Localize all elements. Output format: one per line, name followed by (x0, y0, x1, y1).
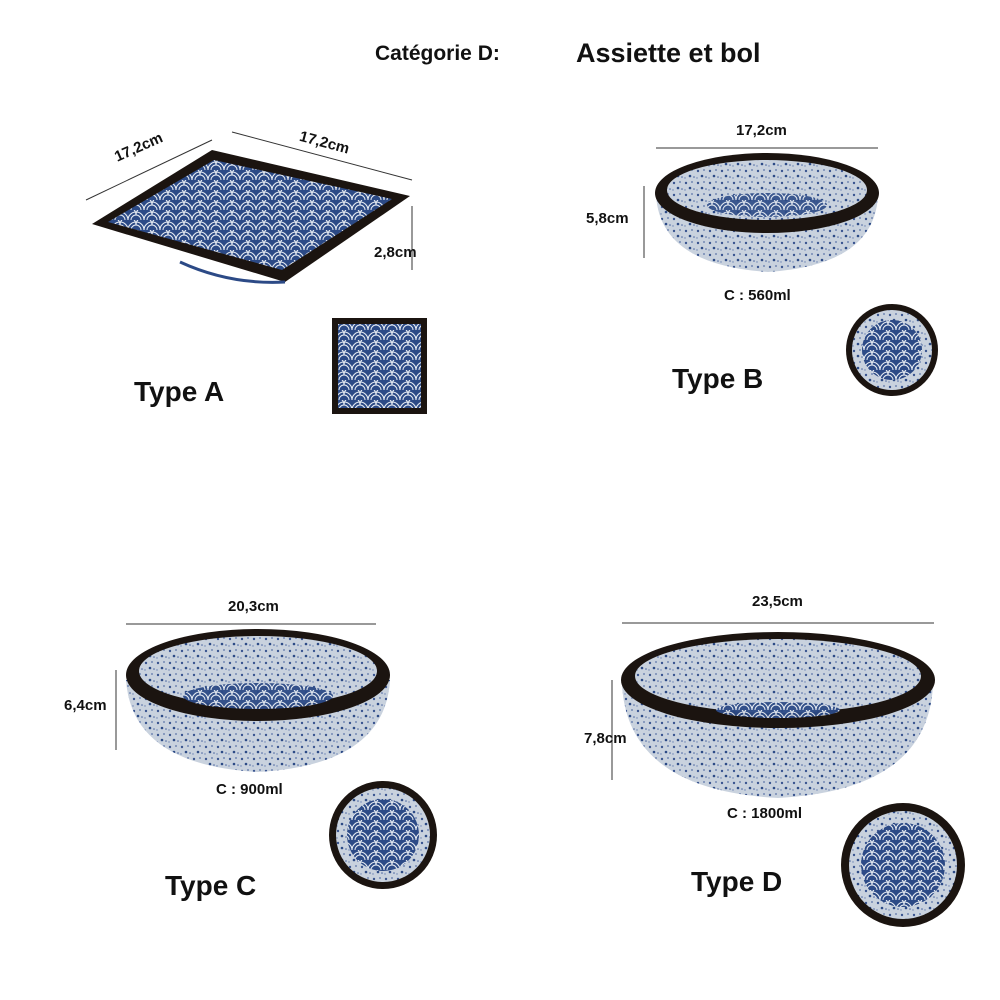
type-b-dimension-lines (643, 147, 878, 258)
category-label: Catégorie D: (375, 42, 500, 65)
type-d-height: 7,8cm (584, 730, 627, 747)
type-d-top-view (841, 803, 965, 927)
type-b-height: 5,8cm (586, 210, 629, 227)
type-a-plate (92, 150, 410, 284)
type-b-capacity: C : 560ml (724, 287, 791, 304)
type-a-dimension-lines (85, 131, 413, 270)
type-c-height: 6,4cm (64, 697, 107, 714)
type-a-top-view (332, 318, 427, 414)
type-a-height: 2,8cm (374, 244, 417, 261)
type-b-label: Type B (672, 363, 764, 394)
type-d-capacity: C : 1800ml (727, 805, 803, 822)
type-a-label: Type A (134, 376, 225, 407)
type-d-bowl (621, 632, 935, 798)
type-c-top-view (329, 781, 437, 889)
type-c-dimension-lines (115, 623, 376, 750)
type-c-capacity: C : 900ml (216, 781, 283, 798)
type-b-top-view (846, 304, 938, 396)
type-d-label: Type D (691, 866, 783, 897)
type-d-width: 23,5cm (752, 593, 803, 610)
page-title: Assiette et bol (576, 38, 761, 68)
type-d-dimension-lines (611, 622, 934, 780)
type-b-width: 17,2cm (736, 122, 787, 139)
type-c-width: 20,3cm (228, 598, 279, 615)
type-c-label: Type C (165, 870, 257, 901)
type-c-bowl (126, 629, 390, 772)
type-b-bowl (655, 153, 879, 272)
